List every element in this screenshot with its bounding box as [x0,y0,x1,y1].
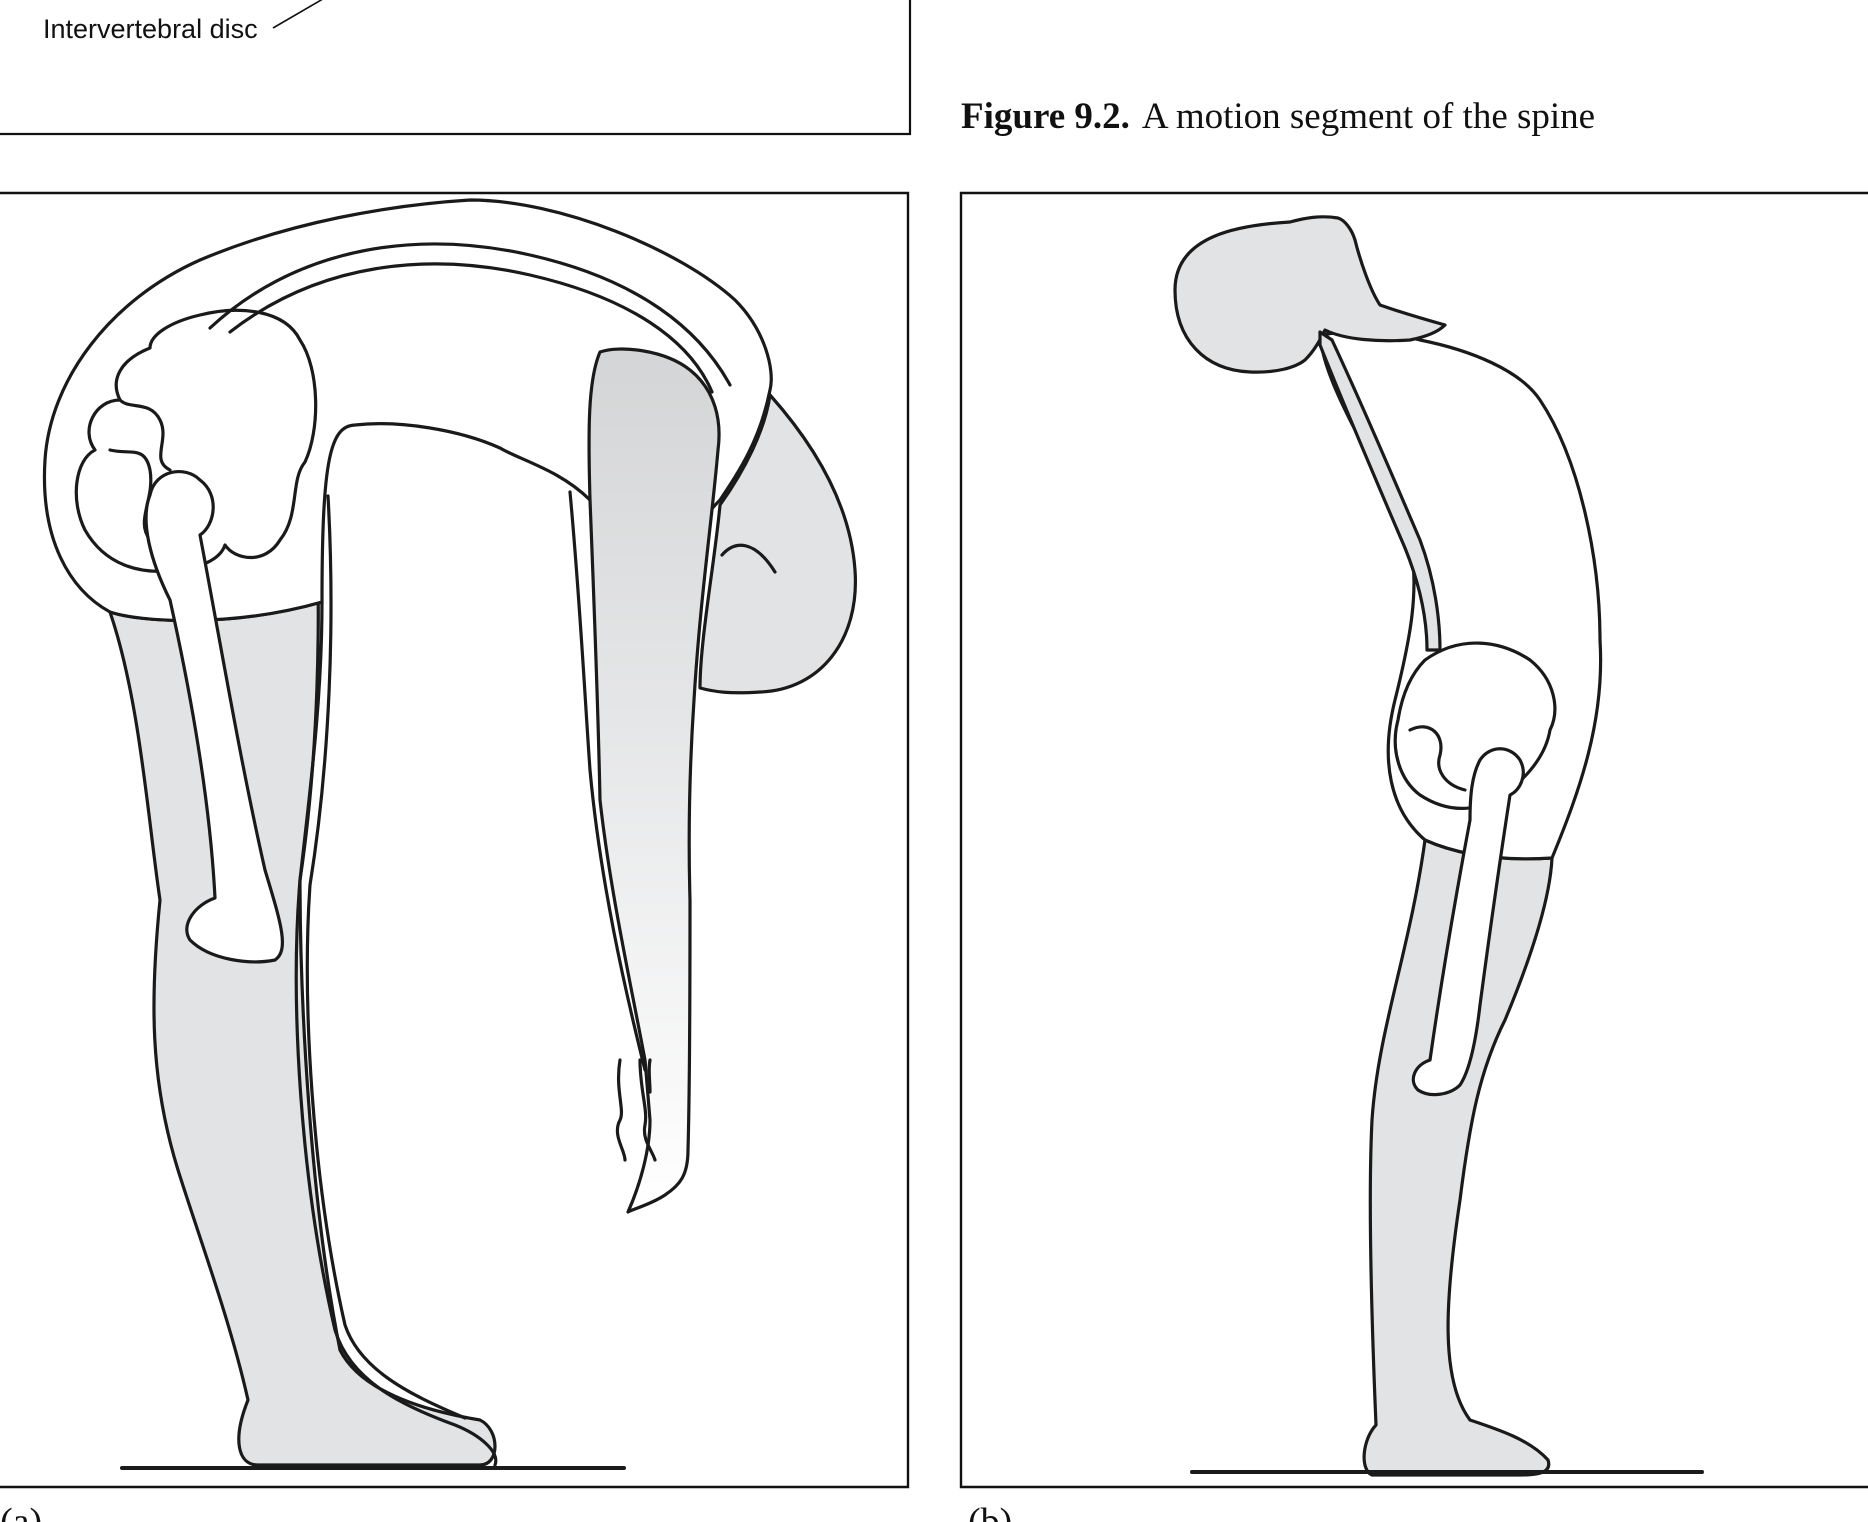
figure-b-head [1173,215,1447,374]
figure-b-femur [1411,747,1525,1097]
caption-text: A motion segment of the spine [1142,96,1595,137]
figure-b-spine [1318,330,1442,652]
figure-a-arm [587,347,721,1214]
figure-caption: Figure 9.2. A motion segment of the spine [961,96,1595,137]
figure-a-far-leg-line [294,494,498,1467]
top-panel-frame [0,0,912,136]
figure-b-pelvis-detail [1408,725,1467,792]
top-panel: Intervertebral disc [0,0,912,136]
figure-a-arm-line [568,490,647,1072]
figure-a-pelvis-detail [108,398,172,542]
panel-b-label: (b) [968,1501,1012,1522]
intervertebral-disc-label: Intervertebral disc [43,14,258,44]
figure-a-pelvis [74,308,318,573]
figure-a-near-leg [108,600,497,1467]
panel-a-label: (a) [0,1501,42,1522]
panel-a-frame [0,191,910,1489]
figure-a-ear [720,543,777,574]
figure-a-bending-person [42,198,857,1470]
disc-leader-line [272,0,323,29]
figure-b-legs [1362,838,1554,1477]
panel-b-frame [959,191,1868,1489]
figure-a-femur [144,470,285,964]
figure-a-fingers [615,1058,657,1162]
figure-a-head [698,393,857,695]
figure-a-spine [208,242,732,387]
figure-a-far-leg-line-2 [305,494,467,1420]
figure-a-spine-2 [228,262,714,394]
caption-number: Figure 9.2. [961,96,1130,137]
figure-b-leaning-person [1173,215,1704,1477]
